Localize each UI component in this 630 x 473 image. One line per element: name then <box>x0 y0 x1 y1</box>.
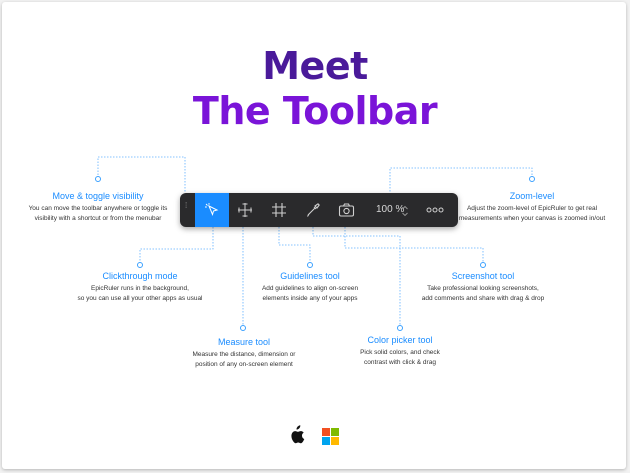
clickthrough-label: Clickthrough mode <box>102 271 178 281</box>
measure-dot <box>240 325 246 331</box>
clickthrough-dot <box>137 262 143 268</box>
toolbar: ⁞ 100 % <box>180 193 458 227</box>
more-button[interactable] <box>420 193 450 227</box>
screenshot-label: Screenshot tool <box>451 271 515 281</box>
measure-icon <box>238 203 252 217</box>
move-label: Move & toggle visibility <box>52 191 144 201</box>
measure-label: Measure tool <box>217 337 271 347</box>
color-picker-tool-button[interactable] <box>297 193 329 227</box>
zoom-dot <box>529 176 535 182</box>
zoom-stepper-icon[interactable] <box>401 204 409 218</box>
select-tool-button[interactable] <box>195 193 229 227</box>
slide-card <box>2 2 626 469</box>
cursor-icon <box>205 203 219 217</box>
screenshot-tool-button[interactable] <box>330 193 362 227</box>
guidelines-label: Guidelines tool <box>280 271 340 281</box>
zoom-desc: Adjust the zoom-level of EpicRuler to ge… <box>458 205 606 222</box>
measure-tool-button[interactable] <box>229 193 261 227</box>
guidelines-dot <box>307 262 313 268</box>
colorpicker-dot <box>397 325 403 331</box>
screenshot-dot <box>480 262 486 268</box>
clickthrough-desc: EpicRuler runs in the background,so you … <box>77 285 203 302</box>
move-dot <box>95 176 101 182</box>
camera-icon <box>338 203 354 217</box>
more-dots-icon <box>426 207 444 213</box>
windows-icon <box>322 428 339 445</box>
move-desc: You can move the toolbar anywhere or tog… <box>28 205 168 222</box>
eyedropper-icon <box>307 203 320 217</box>
title-line-2: The Toolbar <box>192 89 438 133</box>
guidelines-tool-button[interactable] <box>263 193 295 227</box>
colorpicker-label: Color picker tool <box>367 335 433 345</box>
screenshot-desc: Take professional looking screenshots,ad… <box>421 285 545 302</box>
drag-handle-icon[interactable]: ⁞ <box>185 201 189 210</box>
zoom-level-value[interactable]: 100 % <box>376 204 405 215</box>
title-line-1: Meet <box>262 44 368 88</box>
guidelines-icon <box>272 203 286 217</box>
zoom-label: Zoom-level <box>509 191 555 201</box>
apple-icon <box>291 425 305 444</box>
